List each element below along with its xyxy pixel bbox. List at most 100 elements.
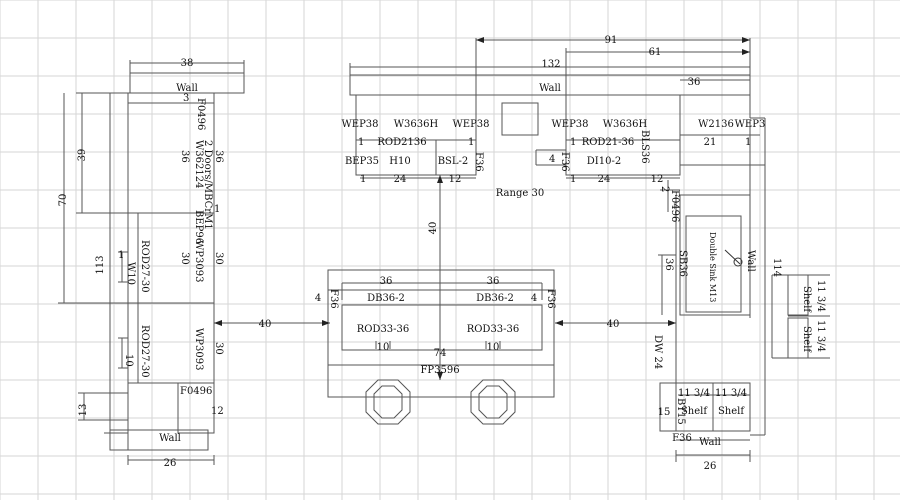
dim-4-top: 4 <box>549 154 555 165</box>
dim-11-3-4-b: 11 3/4 <box>815 320 826 352</box>
plan-labels: 38 91 61 132 36 Wall Wall 3 F0496 39 70 … <box>58 35 826 472</box>
dim-1-e: 1 <box>360 174 366 185</box>
dim-36-sb: 36 <box>663 258 674 271</box>
cabinet-rod33-36-b: ROD33-36 <box>467 324 520 335</box>
dim-10-b: 10 <box>487 342 500 353</box>
dim-21: 21 <box>704 137 717 148</box>
dim-38: 38 <box>181 58 194 69</box>
cabinet-w362124: W362124 <box>193 140 204 188</box>
sink-faucet-icon <box>724 249 743 267</box>
cabinet-w3636h-a: W3636H <box>394 119 439 130</box>
dim-15: 15 <box>658 407 671 418</box>
cabinet-rod21-36: ROD21-36 <box>582 137 635 148</box>
cabinet-wep38-a: WEP38 <box>341 119 378 130</box>
dim-24-a: 24 <box>394 174 407 185</box>
cabinet-wep3: WEP3 <box>735 119 766 130</box>
cabinet-bep96: BEP96 <box>193 210 204 244</box>
dim-132: 132 <box>541 59 560 70</box>
dim-13: 13 <box>78 404 89 417</box>
dim-114: 114 <box>771 258 782 277</box>
cabinet-bt15: BT15 <box>675 398 686 425</box>
dim-2: 2 <box>659 186 670 192</box>
filler-f36-bottom-right: F36 <box>672 433 692 444</box>
dim-26-left: 26 <box>164 458 177 469</box>
dim-1-a: 1 <box>358 137 364 148</box>
appliance-dw24: DW 24 <box>652 335 663 369</box>
cabinet-sb36: SB36 <box>677 250 688 277</box>
cabinet-wp3093: WP3093 <box>193 328 204 370</box>
cabinet-wep38-c: WEP38 <box>551 119 588 130</box>
dim-40-right: 40 <box>607 319 620 330</box>
dim-39: 39 <box>77 149 88 162</box>
cabinet-di10: DI10-2 <box>587 156 621 167</box>
dim-24-b: 24 <box>598 174 611 185</box>
dim-11-3-4-a: 11 3/4 <box>815 280 826 312</box>
stool-right[interactable] <box>470 379 516 425</box>
cabinet-wp3-upper: WP3093 <box>193 240 204 282</box>
cabinet-bep35: BEP35 <box>345 156 379 167</box>
cabinet-rod2136: ROD2136 <box>377 137 426 148</box>
bar-stools <box>365 379 516 425</box>
dim-10-a: 10 <box>377 342 390 353</box>
shelf-label-2: Shelf <box>801 326 812 353</box>
filler-f36-island-left: F36 <box>328 289 339 309</box>
cabinet-bsl: BSL-2 <box>438 156 469 167</box>
filler-f36-a: F36 <box>473 152 484 172</box>
dim-36-island-b: 36 <box>487 276 500 287</box>
cabinet-f0496-right: F0496 <box>669 190 680 222</box>
dim-36-left: 36 <box>179 150 190 163</box>
dim-4-island-left: 4 <box>315 293 321 304</box>
dim-12-left: 12 <box>211 406 224 417</box>
stool-left[interactable] <box>365 379 411 425</box>
shelf-label-4: Shelf <box>718 406 745 417</box>
panel-fp3596: FP3596 <box>420 365 459 376</box>
cabinet-rod27-30-b: ROD27-30 <box>139 325 150 378</box>
dim-91: 91 <box>605 35 618 46</box>
appliance-double-sink: Double Sink M13 <box>708 232 717 302</box>
cabinet-w2136: W2136 <box>698 119 734 130</box>
dim-26-right: 26 <box>704 461 717 472</box>
wall-label-bottom-left: Wall <box>159 433 181 444</box>
dim-40-left: 40 <box>259 319 272 330</box>
plan-linework <box>58 38 830 465</box>
cabinet-w3636h-b: W3636H <box>603 119 648 130</box>
dim-70: 70 <box>58 194 69 207</box>
cabinet-doors: 2 Doors/MBCrM1 <box>202 140 213 230</box>
dim-30-c: 30 <box>213 342 224 355</box>
filler-f36-island-right: F36 <box>545 289 556 309</box>
dim-61: 61 <box>649 47 662 58</box>
dim-4-island-right: 4 <box>531 293 537 304</box>
dim-12-a: 12 <box>449 174 462 185</box>
dim-12-b: 12 <box>651 174 664 185</box>
dim-1-w10: 1 <box>118 250 124 261</box>
wall-label-left: Wall <box>176 83 198 94</box>
wall-label-right: Wall <box>745 250 756 272</box>
dim-36-left2: 36 <box>213 150 224 163</box>
dim-11-3-4-d: 11 3/4 <box>715 388 747 399</box>
dim-30-b: 30 <box>213 252 224 265</box>
filler-f36-b: F36 <box>559 152 570 172</box>
dim-1-d: 1 <box>745 137 751 148</box>
cabinet-db36-b: DB36-2 <box>476 293 514 304</box>
dim-1-left: 1 <box>214 204 220 215</box>
dim-1-c: 1 <box>570 137 576 148</box>
appliance-range: Range 30 <box>496 188 544 199</box>
dim-10-left: 10 <box>123 354 134 367</box>
dim-36-island-a: 36 <box>380 276 393 287</box>
dimension-arrows <box>214 37 750 380</box>
cabinet-h10: H10 <box>389 156 410 167</box>
cabinet-db36-a: DB36-2 <box>367 293 405 304</box>
cabinet-w10: W10 <box>125 262 136 285</box>
cabinet-rod33-36-a: ROD33-36 <box>357 324 410 335</box>
dim-11-3-4-c: 11 3/4 <box>678 388 710 399</box>
dim-40-vertical: 40 <box>428 222 439 235</box>
dim-36-top: 36 <box>688 77 701 88</box>
shelf-label-1: Shelf <box>801 286 812 313</box>
dim-1-b: 1 <box>468 137 474 148</box>
dim-30-a: 30 <box>179 252 190 265</box>
wall-label-main: Wall <box>539 83 561 94</box>
cabinet-rod27-30-a: ROD27-30 <box>139 240 150 293</box>
dim-3: 3 <box>183 93 189 104</box>
dim-74: 74 <box>434 348 447 359</box>
